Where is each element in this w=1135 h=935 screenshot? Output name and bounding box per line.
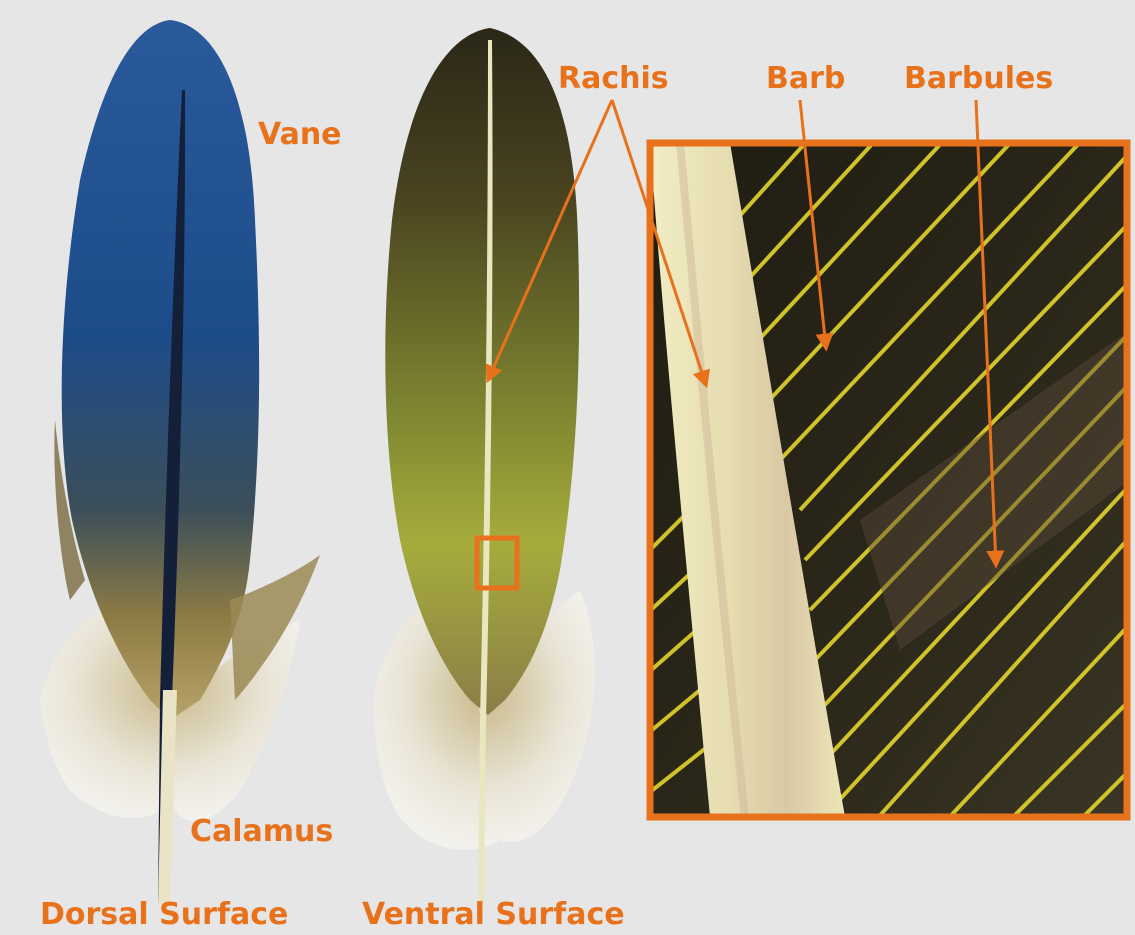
magnified-inset <box>640 60 1135 870</box>
barbules-label: Barbules <box>904 62 1053 96</box>
barb-label: Barb <box>766 62 845 96</box>
calamus-label: Calamus <box>190 815 333 849</box>
ventral-feather <box>374 28 595 905</box>
rachis-label: Rachis <box>558 62 669 96</box>
dorsal-feather <box>40 20 320 905</box>
vane-label: Vane <box>258 118 342 152</box>
dorsal-vane <box>62 20 259 720</box>
dorsal-surface-caption: Dorsal Surface <box>40 898 288 932</box>
ventral-surface-caption: Ventral Surface <box>362 898 625 932</box>
